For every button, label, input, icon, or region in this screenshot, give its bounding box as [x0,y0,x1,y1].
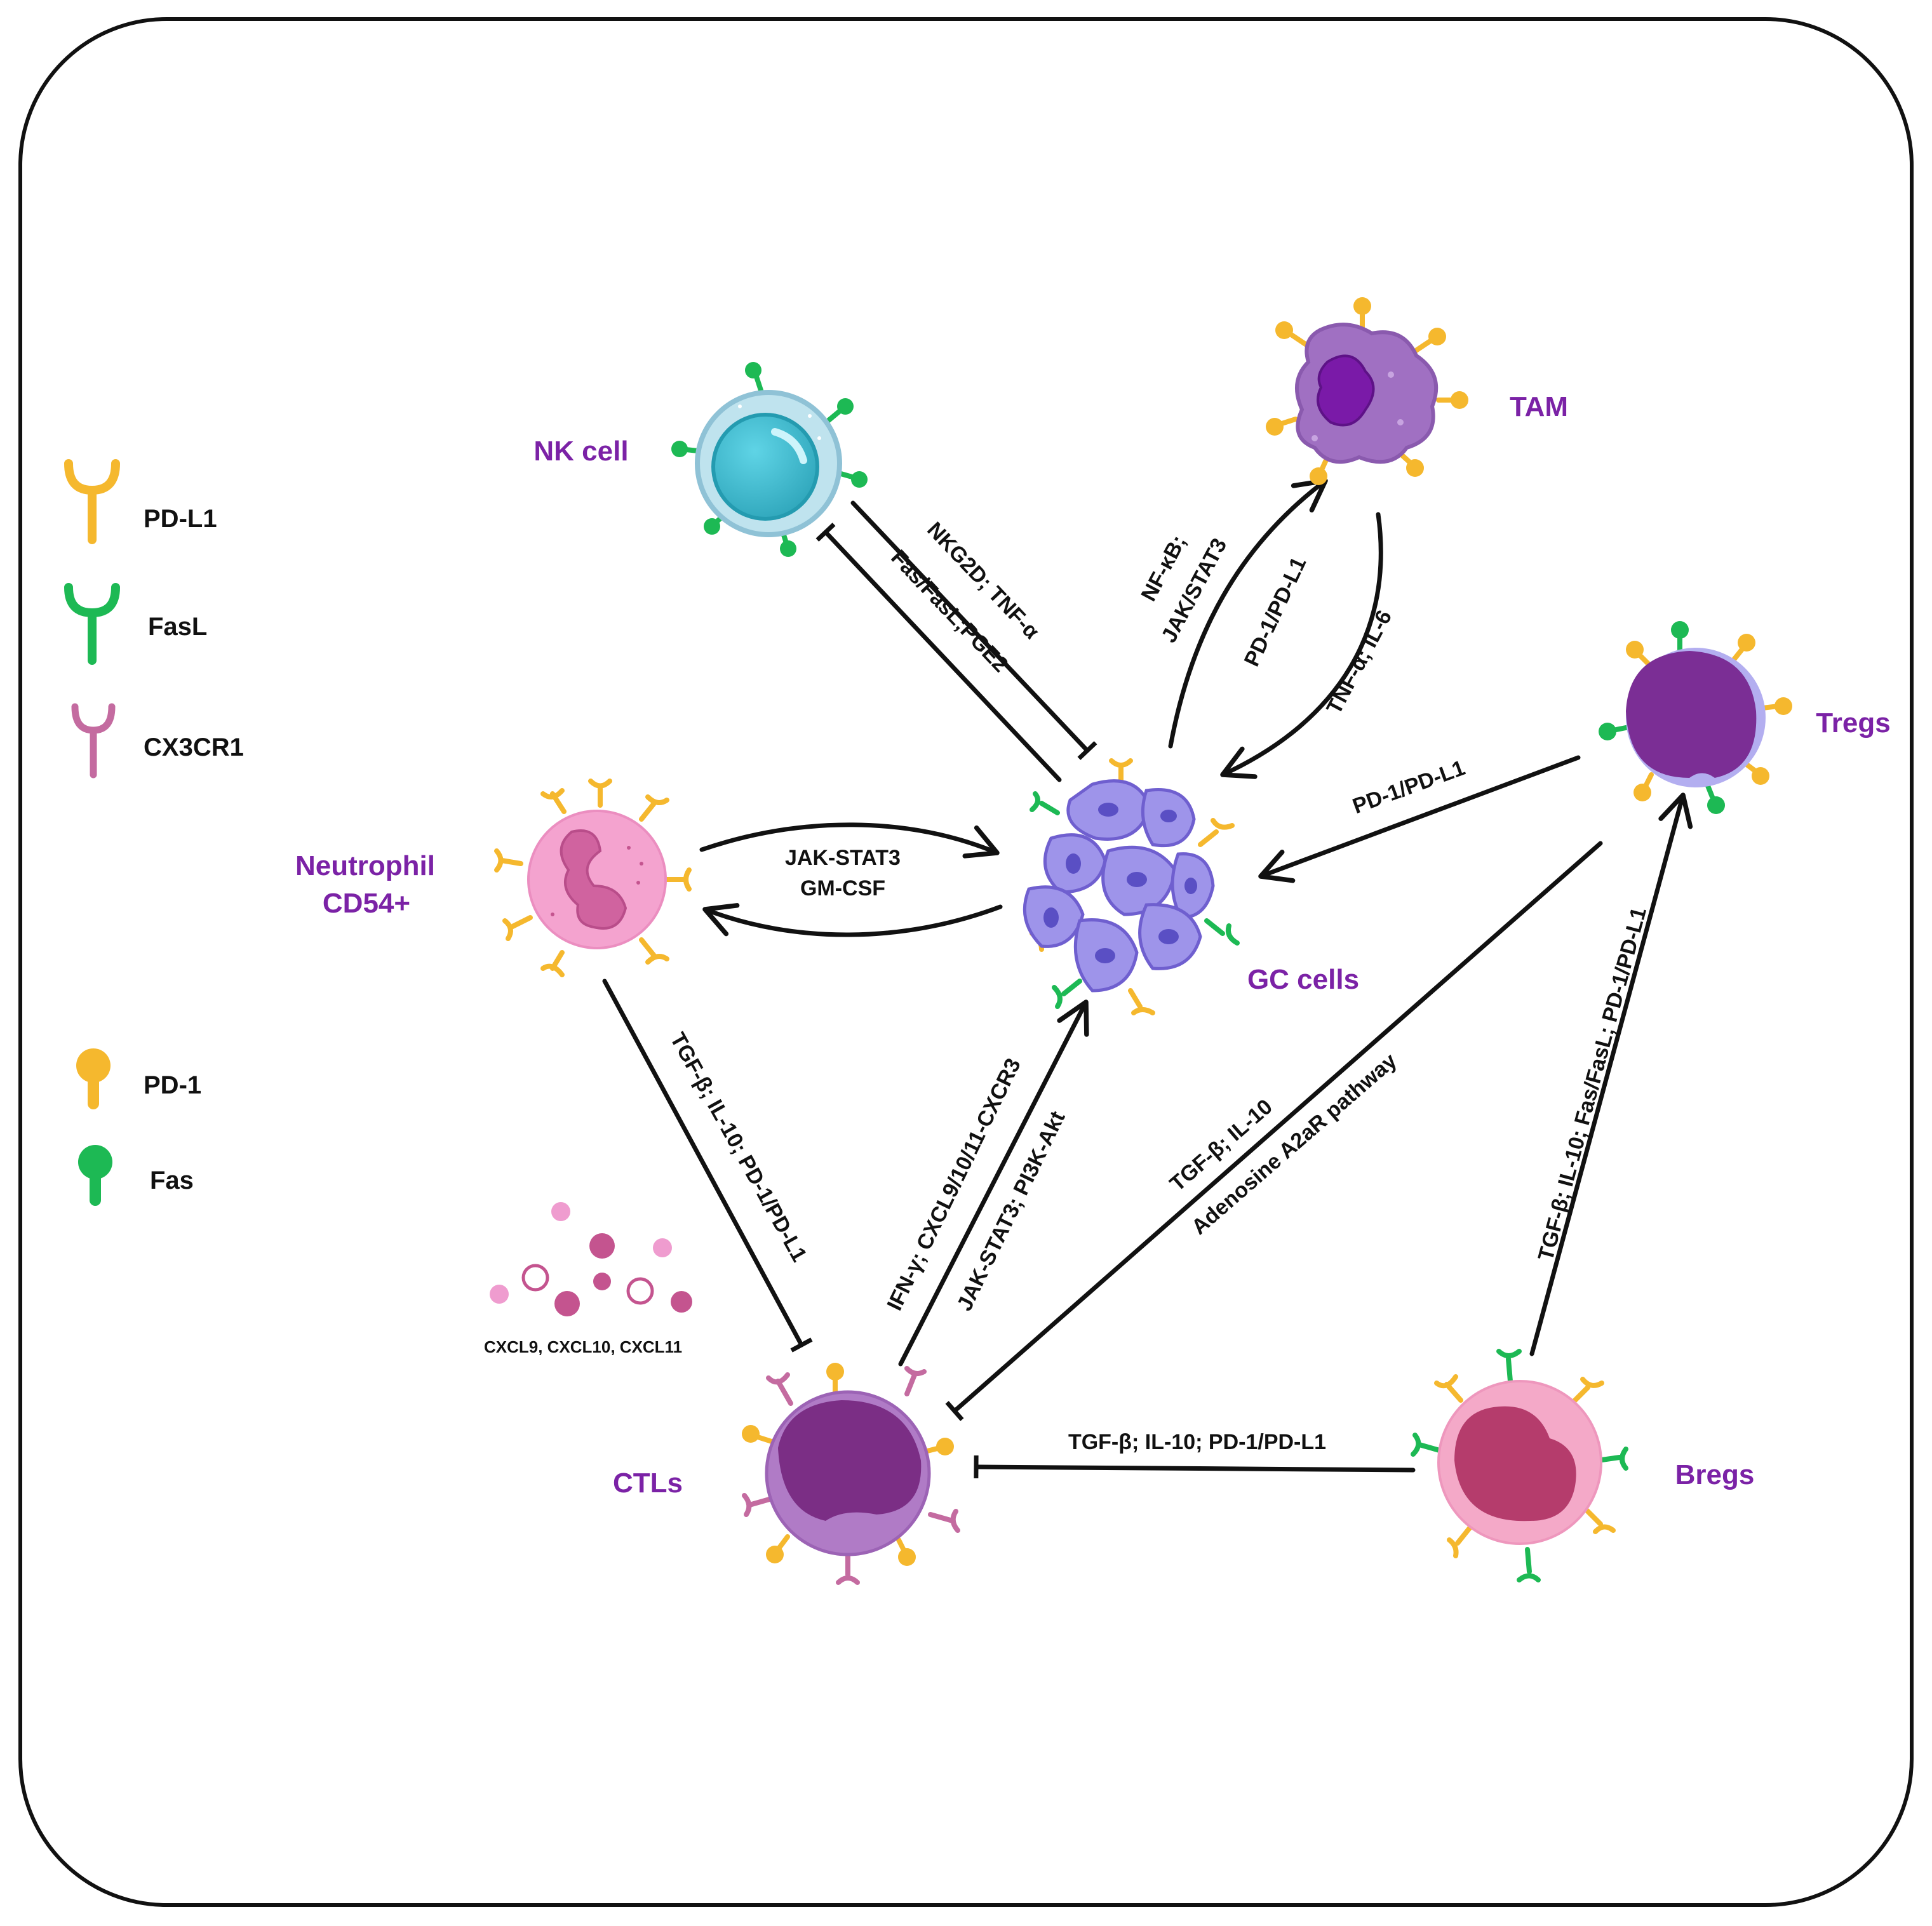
pd1-legend-icon [76,1048,111,1109]
edge-label-neutrophil-gc-1: JAK-STAT3 [785,846,901,870]
fas-legend-icon [78,1145,112,1206]
label-ctls: CTLs [613,1468,683,1499]
edge-ctls-to-gc [898,1000,1089,1367]
fasl-legend-icon [64,583,120,665]
edge-gc-to-nk [815,523,1062,782]
chemokine-dots [490,1202,692,1316]
edges [602,478,1693,1479]
edge-neutrophil-to-ctls [602,979,813,1353]
edge-bregs-to-ctls [974,1455,1416,1479]
ctls-cx3cr1-receptors [742,1366,960,1585]
edge-bregs-to-tregs [1529,792,1693,1356]
edge-gc-to-tam [1168,478,1328,749]
neutrophil-pdl1-receptors [494,779,692,977]
edge-gc-to-neutrophil [702,903,1003,937]
edge-tregs-to-gc [1258,755,1581,883]
nk-cell [671,362,868,557]
edge-tam-to-gc [1220,512,1383,779]
label-bregs: Bregs [1675,1459,1755,1490]
bregs-fasl-receptors [1411,1349,1628,1582]
bregs-pdl1-receptors [1434,1374,1616,1558]
bregs [1411,1349,1628,1582]
chemokine-label: CXCL9, CXCL10, CXCL11 [484,1337,682,1356]
ctls-pd1-receptors [742,1363,954,1566]
edge-label-bregs-to-ctls: TGF-β; IL-10; PD-1/PD-L1 [1068,1430,1326,1454]
frame [18,17,1914,1907]
cx3cr1-legend-icon [71,703,116,779]
gc-nuclei [1043,803,1197,963]
legend: PD-L1 FasL CX3CR1 PD-1 Fas [64,459,244,1206]
label-neutrophil-line2: CD54+ [323,888,410,919]
neutrophil [494,779,692,977]
gc-cells [1023,758,1240,1015]
label-gc-cells: GC cells [1247,964,1359,995]
edge-label-neutrophil-gc-2: GM-CSF [800,876,885,900]
ctls [742,1363,960,1585]
label-tam: TAM [1510,391,1568,422]
gc-fasl-receptors [1030,791,1240,1009]
tam [1266,297,1468,485]
label-tregs: Tregs [1816,707,1890,739]
edge-neutrophil-to-gc [699,822,1000,859]
legend-label-pd1: PD-1 [144,1071,201,1099]
tregs [1599,621,1792,814]
pdl1-legend-icon [64,459,120,544]
label-nk-cell: NK cell [533,436,628,467]
edge-tregs-to-ctls [945,841,1603,1421]
label-neutrophil-line1: Neutrophil [295,850,435,881]
legend-label-fasl: FasL [148,613,207,641]
legend-label-cx3cr1: CX3CR1 [144,733,244,761]
legend-label-pdl1: PD-L1 [144,505,217,533]
edge-nk-to-gc [850,500,1097,760]
legend-label-fas: Fas [150,1167,194,1194]
